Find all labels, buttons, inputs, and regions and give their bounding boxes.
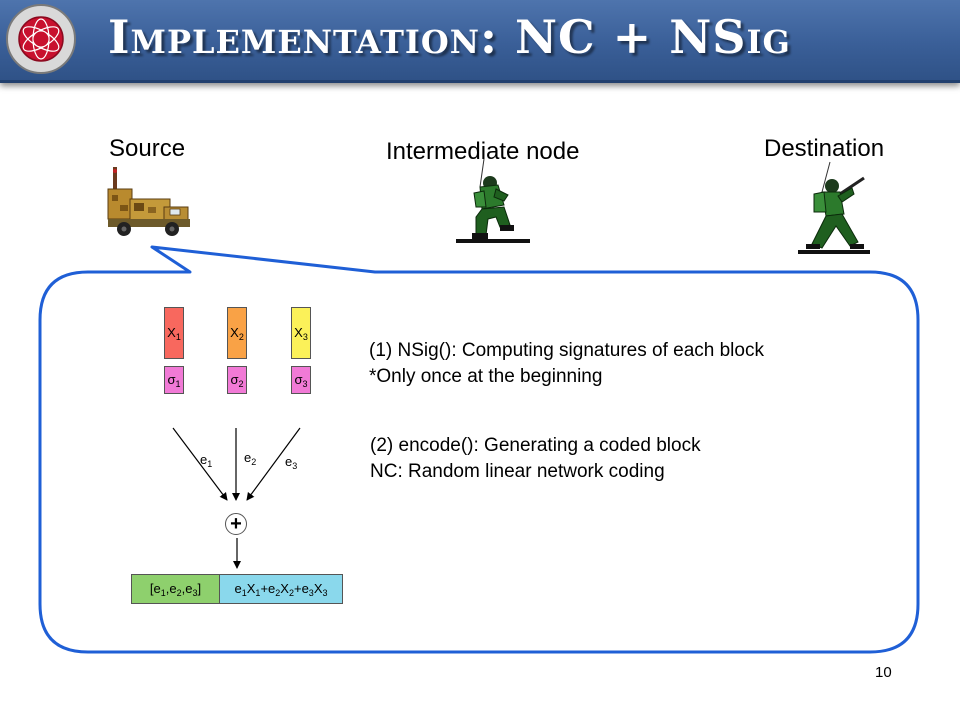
signature-2-subscript: 2 (238, 379, 244, 389)
coded-block-payload: e1X1+e2X2+e3X3 (220, 574, 343, 604)
source-label: Source (109, 135, 186, 162)
block-x1-label: X (167, 325, 176, 340)
coded-coeff-e2: e (169, 581, 177, 596)
payload-x2: X (280, 581, 289, 596)
block-x3-label: X (294, 325, 303, 340)
signature-block-2: σ2 (227, 366, 247, 394)
signature-block-3: σ3 (291, 366, 311, 394)
encode-step-line2: NC: Random linear network coding (370, 461, 665, 482)
payload-x3-subscript: 3 (322, 588, 328, 598)
coefficient-e2: e2 (244, 450, 257, 467)
kneeling-soldier-icon (456, 158, 530, 243)
encode-step-description: (2) encode(): Generating a coded block N… (370, 433, 701, 485)
intermediate-node-label: Intermediate node (386, 138, 580, 165)
coefficient-e3-subscript: 3 (292, 461, 298, 471)
page-title: Implementation: NC + NSig (108, 10, 791, 64)
coefficient-e1-subscript: 1 (207, 459, 213, 469)
page-number: 10 (875, 664, 892, 681)
coded-coeff-e2-subscript: 2 (176, 588, 182, 598)
payload-e2: e (268, 581, 276, 596)
combine-plus-icon: + (225, 513, 247, 535)
coded-coeff-e3: e (185, 581, 193, 596)
block-x3: X3 (291, 307, 311, 359)
signature-block-1: σ1 (164, 366, 184, 394)
ita-logo-icon (6, 4, 76, 74)
payload-e3: e (301, 581, 309, 596)
signature-3-label: σ (294, 372, 303, 387)
coefficient-e3-label: e (285, 454, 293, 469)
coefficient-e1: e1 (200, 452, 213, 469)
payload-x2-subscript: 2 (288, 588, 294, 598)
block-x2-subscript: 2 (238, 332, 244, 342)
signature-1-subscript: 1 (175, 379, 181, 389)
payload-e3-subscript: 3 (308, 588, 314, 598)
signature-2-label: σ (230, 372, 239, 387)
block-x1-subscript: 1 (175, 332, 181, 342)
coefficient-e2-subscript: 2 (251, 457, 257, 467)
coefficient-e1-label: e (200, 452, 208, 467)
running-soldier-icon (798, 161, 870, 254)
nsig-step-description: (1) NSig(): Computing signatures of each… (369, 338, 764, 390)
military-vehicle-icon (107, 167, 190, 236)
payload-x3: X (313, 581, 323, 596)
coded-coeff-e3-subscript: 3 (192, 588, 198, 598)
block-x2-label: X (230, 325, 239, 340)
block-x1: X1 (164, 307, 184, 359)
signature-1-label: σ (167, 372, 176, 387)
payload-x1-subscript: 1 (255, 588, 261, 598)
nsig-step-line1: (1) NSig(): Computing signatures of each… (369, 340, 764, 361)
coded-coeff-e1-subscript: 1 (160, 588, 166, 598)
payload-x1: X (246, 581, 256, 596)
destination-label: Destination (764, 135, 885, 162)
coded-block-coefficients: [e1,e2,e3] (131, 574, 220, 604)
header-bar: Implementation: NC + NSig (0, 0, 960, 83)
encode-step-line1: (2) encode(): Generating a coded block (370, 435, 701, 456)
payload-e1-subscript: 1 (241, 588, 247, 598)
coefficient-e2-label: e (244, 450, 252, 465)
payload-e1: e (234, 581, 242, 596)
coefficient-e3: e3 (285, 454, 298, 471)
signature-3-subscript: 3 (302, 379, 308, 389)
nsig-step-line2: *Only once at the beginning (369, 366, 603, 387)
coded-coeff-e1: e (153, 581, 161, 596)
block-x3-subscript: 3 (302, 332, 308, 342)
payload-e2-subscript: 2 (275, 588, 281, 598)
block-x2: X2 (227, 307, 247, 359)
